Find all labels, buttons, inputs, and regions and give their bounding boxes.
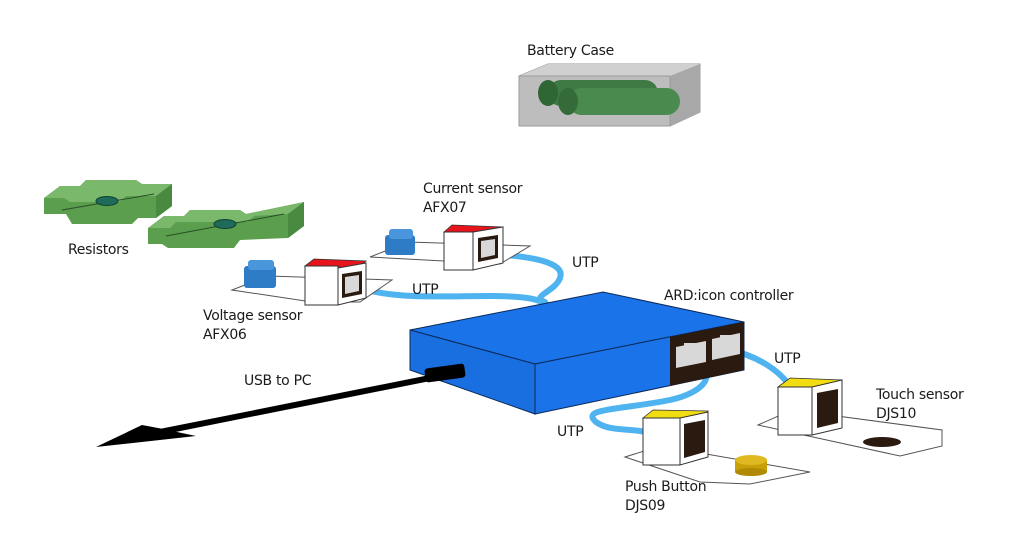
voltage-sensor-label: Voltage sensor	[203, 308, 303, 324]
utp-label-touch: UTP	[774, 351, 801, 367]
resistors-label: Resistors	[68, 242, 129, 258]
usb-cable	[96, 363, 466, 447]
terminal-block	[244, 260, 276, 288]
current-sensor	[369, 224, 532, 271]
current-sensor-model: AFX07	[423, 200, 467, 216]
utp-label-voltage: UTP	[412, 282, 439, 298]
controller-label: ARD:icon controller	[664, 288, 794, 304]
touch-sensor-model: DJS10	[876, 406, 917, 422]
touch-sensor-label: Touch sensor	[876, 387, 964, 403]
battery-case	[518, 63, 701, 127]
touch-pad	[863, 437, 901, 447]
usb-to-pc-label: USB to PC	[244, 373, 312, 389]
utp-label-current: UTP	[572, 255, 599, 271]
terminal-block	[385, 229, 415, 255]
battery-cell	[558, 88, 680, 115]
ethernet-port	[712, 333, 740, 360]
utp-cable-current	[486, 251, 564, 305]
ethernet-port	[676, 341, 706, 368]
push-button	[623, 409, 811, 485]
resistor	[148, 202, 304, 248]
touch-sensor	[756, 377, 943, 457]
battery-case-label: Battery Case	[527, 43, 614, 59]
push-button-model: DJS09	[625, 498, 666, 514]
utp-cable-voltage	[347, 282, 551, 308]
current-sensor-label: Current sensor	[423, 181, 523, 197]
controller-box	[409, 291, 745, 415]
push-button-label: Push Button	[625, 479, 707, 495]
voltage-sensor-model: AFX06	[203, 327, 247, 343]
button-cap	[735, 455, 767, 476]
utp-label-push: UTP	[557, 424, 584, 440]
utp-cable-push	[589, 359, 710, 435]
voltage-sensor	[230, 258, 394, 306]
resistor	[44, 180, 172, 224]
